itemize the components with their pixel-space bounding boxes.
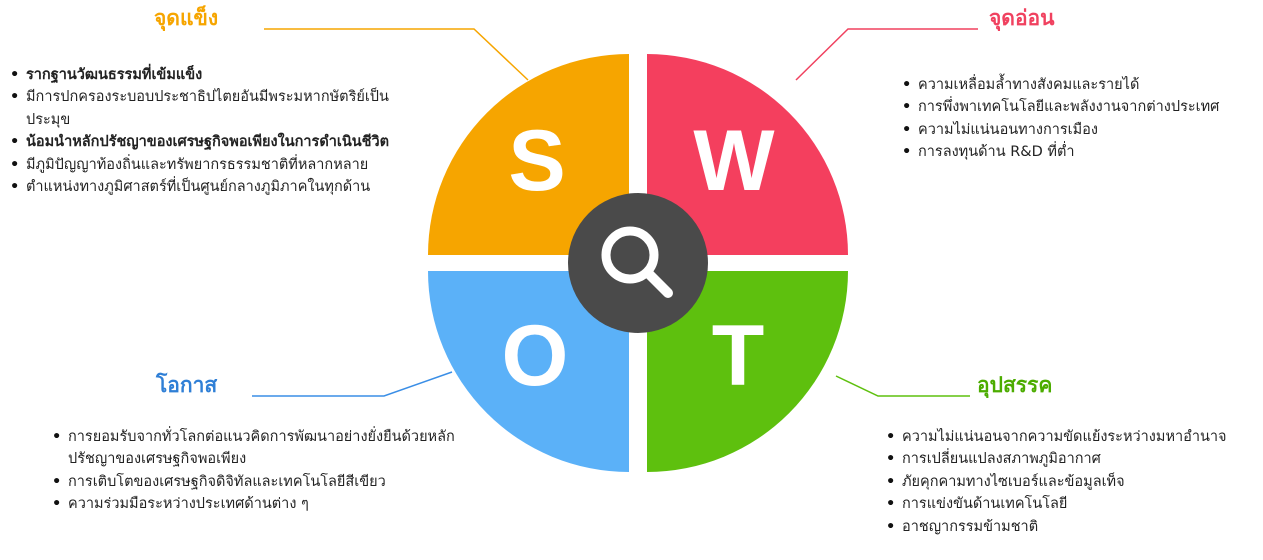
opportunities-quadrant <box>428 271 629 472</box>
opportunities-item: การเติบโตของเศรษฐกิจดิจิทัลและเทคโนโลยีส… <box>52 471 482 494</box>
weaknesses-item: การลงทุนด้าน R&D ที่ต่ำ <box>902 141 1252 164</box>
threats-quadrant <box>647 271 848 472</box>
strengths-item: มีภูมิปัญญาท้องถิ่นและทรัพยากรธรรมชาติที… <box>10 154 430 177</box>
strengths-list: รากฐานวัฒนธรรมที่เข้มแข็ง มีการปกครองระบ… <box>10 64 430 199</box>
weaknesses-quadrant <box>647 54 848 255</box>
weaknesses-item: การพึ่งพาเทคโนโลยีและพลังงานจากต่างประเท… <box>902 96 1252 119</box>
center-circle <box>568 193 708 333</box>
strengths-item: รากฐานวัฒนธรรมที่เข้มแข็ง <box>10 64 430 87</box>
opportunities-heading: โอกาส <box>156 373 218 397</box>
weaknesses-list: ความเหลื่อมล้ำทางสังคมและรายได้ การพึ่งพ… <box>902 74 1252 164</box>
opportunities-letter: O <box>502 308 569 404</box>
opportunities-item: การยอมรับจากทั่วโลกต่อแนวคิดการพัฒนาอย่า… <box>52 426 482 471</box>
opportunities-item: ความร่วมมือระหว่างประเทศด้านต่าง ๆ <box>52 493 482 516</box>
threats-list: ความไม่แน่นอนจากความขัดแย้งระหว่างมหาอำน… <box>886 426 1258 539</box>
magnifier-icon <box>601 226 673 298</box>
strengths-heading: จุดแข็ง <box>154 6 219 30</box>
strengths-item: ตำแหน่งทางภูมิศาสตร์ที่เป็นศูนย์กลางภูมิ… <box>10 176 430 199</box>
weaknesses-item: ความไม่แน่นอนทางการเมือง <box>902 119 1252 142</box>
opportunities-connector <box>252 371 453 397</box>
threats-item: อาชญากรรมข้ามชาติ <box>886 516 1258 539</box>
weaknesses-connector <box>795 28 978 81</box>
threats-connector <box>835 375 970 397</box>
strengths-connector <box>264 28 529 81</box>
strengths-item: มีการปกครองระบอบประชาธิปไตยอันมีพระมหากษ… <box>10 86 430 131</box>
threats-item: ความไม่แน่นอนจากความขัดแย้งระหว่างมหาอำน… <box>886 426 1258 449</box>
threats-letter: T <box>712 308 765 404</box>
strengths-quadrant <box>428 54 629 255</box>
threats-item: ภัยคุกคามทางไซเบอร์และข้อมูลเท็จ <box>886 471 1258 494</box>
weaknesses-item: ความเหลื่อมล้ำทางสังคมและรายได้ <box>902 74 1252 97</box>
threats-item: การเปลี่ยนแปลงสภาพภูมิอากาศ <box>886 448 1258 471</box>
weaknesses-letter: W <box>693 113 775 209</box>
threats-heading: อุปสรรค <box>977 373 1053 397</box>
strengths-item: น้อมนำหลักปรัชญาของเศรษฐกิจพอเพียงในการด… <box>10 131 430 154</box>
weaknesses-heading: จุดอ่อน <box>989 6 1055 30</box>
opportunities-list: การยอมรับจากทั่วโลกต่อแนวคิดการพัฒนาอย่า… <box>52 426 482 516</box>
strengths-letter: S <box>508 113 565 209</box>
threats-item: การแข่งขันด้านเทคโนโลยี <box>886 493 1258 516</box>
